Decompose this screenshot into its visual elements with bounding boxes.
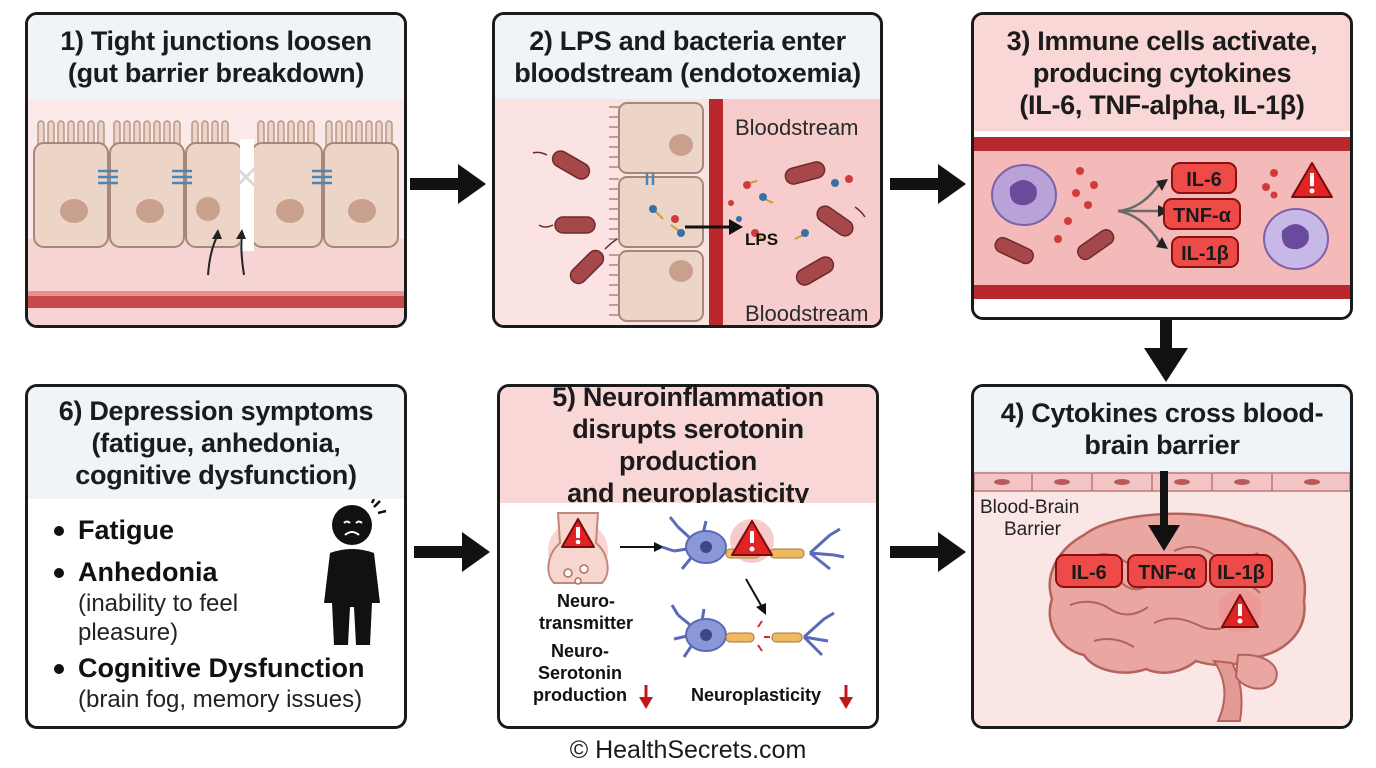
neuroplasticity-label: Neuroplasticity bbox=[691, 685, 821, 705]
cytokine-il6: IL-6 bbox=[1186, 169, 1222, 191]
panel-5-title: 5) Neuroinflammation disrupts serotonin … bbox=[500, 387, 876, 508]
panel-1-title: 1) Tight junctions loosen (gut barrier b… bbox=[28, 15, 404, 99]
arrow-down-icon bbox=[1144, 320, 1188, 382]
panel-endotoxemia: 2) LPS and bacteria enter bloodstream (e… bbox=[492, 12, 883, 328]
list-item: Cognitive Dysfunction (brain fog, memory… bbox=[50, 651, 380, 714]
lps-label: LPS bbox=[745, 230, 778, 249]
arrow-right-icon bbox=[410, 164, 486, 204]
brain-cytokine-il6: IL-6 bbox=[1071, 562, 1107, 584]
cytokine-tnf: TNF-α bbox=[1173, 205, 1232, 227]
copyright-footer: © HealthSecrets.com bbox=[569, 736, 807, 764]
bbb-label-line2: Barrier bbox=[1004, 519, 1062, 540]
bullet-icon bbox=[54, 664, 64, 674]
panel-tight-junctions: 1) Tight junctions loosen (gut barrier b… bbox=[25, 12, 407, 328]
panel-blood-brain-barrier: 4) Cytokines cross blood- brain barrier … bbox=[971, 384, 1353, 729]
panel-6-title: 6) Depression symptoms (fatigue, anhedon… bbox=[28, 387, 404, 499]
brain-barrier-illustration: Blood-Brain Barrier IL-6 TNF-α IL-1β bbox=[974, 471, 1350, 726]
brain-cytokine-il1b: IL-1β bbox=[1217, 562, 1265, 584]
decrease-arrow-icon bbox=[839, 685, 853, 709]
panel-neuroinflammation: 5) Neuroinflammation disrupts serotonin … bbox=[497, 384, 879, 729]
bloodstream-entry-illustration: LPS Bloodstream Bloodstream bbox=[495, 99, 880, 325]
bullet-icon bbox=[54, 568, 64, 578]
bullet-icon bbox=[54, 526, 64, 536]
serotonin-label-2: Serotonin bbox=[538, 663, 622, 683]
list-item: Anhedonia (inability to feel pleasure) bbox=[50, 555, 380, 647]
panel-depression-symptoms: 6) Depression symptoms (fatigue, anhedon… bbox=[25, 384, 407, 729]
warning-icon bbox=[561, 518, 595, 548]
warning-icon bbox=[1218, 589, 1262, 633]
gut-epithelium-illustration bbox=[28, 99, 404, 325]
distressed-person-icon bbox=[324, 499, 387, 645]
bbb-label-line1: Blood-Brain bbox=[980, 497, 1079, 518]
immune-cytokine-illustration: IL-6 TNF-α IL-1β bbox=[974, 131, 1350, 317]
warning-icon bbox=[730, 519, 774, 563]
panel-immune-activation: 3) Immune cells activate, producing cyto… bbox=[971, 12, 1353, 320]
symptom-list: Fatigue Anhedonia (inability to feel ple… bbox=[50, 513, 380, 714]
warning-icon bbox=[1291, 162, 1333, 198]
cytokine-il1b: IL-1β bbox=[1181, 243, 1229, 265]
bloodstream-label-top: Bloodstream bbox=[735, 115, 859, 140]
list-item: Fatigue bbox=[50, 513, 380, 547]
arrow-left-to-right-icon bbox=[890, 532, 966, 572]
panel-3-title: 3) Immune cells activate, producing cyto… bbox=[974, 15, 1350, 131]
serotonin-label-1: Neuro- bbox=[551, 641, 609, 661]
neurotransmitter-label-1: Neuro- bbox=[557, 591, 615, 611]
panel-2-title: 2) LPS and bacteria enter bloodstream (e… bbox=[495, 15, 880, 99]
panel-4-title: 4) Cytokines cross blood- brain barrier bbox=[974, 387, 1350, 471]
arrow-left-to-right-icon bbox=[414, 532, 490, 572]
brain-cytokine-tnf: TNF-α bbox=[1138, 562, 1197, 584]
neurotransmitter-label-2: transmitter bbox=[539, 613, 633, 633]
bloodstream-label-bottom: Bloodstream bbox=[745, 301, 869, 325]
arrow-right-icon bbox=[890, 164, 966, 204]
neuron-illustration: Neuro- transmitter Neuro- Serotonin prod… bbox=[500, 503, 876, 726]
decrease-arrow-icon bbox=[639, 685, 653, 709]
serotonin-label-3: production bbox=[533, 685, 627, 705]
